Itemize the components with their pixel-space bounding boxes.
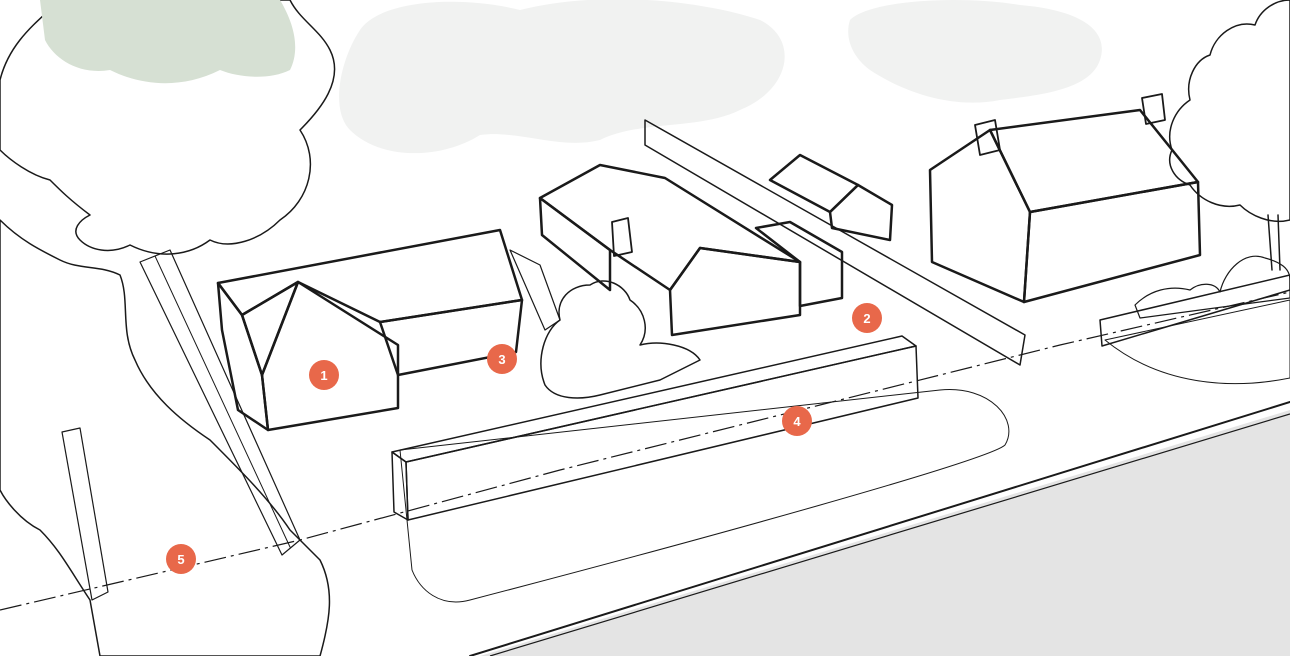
marker-3: 3 bbox=[487, 344, 517, 374]
marker-3-label: 3 bbox=[498, 352, 505, 367]
marker-4-label: 4 bbox=[793, 414, 800, 429]
marker-5: 5 bbox=[166, 544, 196, 574]
hedge-mid bbox=[510, 250, 560, 330]
marker-1-label: 1 bbox=[320, 368, 327, 383]
bush-center bbox=[541, 281, 700, 398]
tree-right-trunk bbox=[1268, 215, 1280, 270]
hedge-post-left bbox=[62, 428, 108, 600]
hedge-front-top bbox=[392, 336, 916, 462]
marker-4: 4 bbox=[782, 406, 812, 436]
house-1 bbox=[218, 230, 522, 430]
marker-2-label: 2 bbox=[863, 311, 870, 326]
marker-1: 1 bbox=[309, 360, 339, 390]
shed bbox=[770, 155, 892, 240]
tree-left-lower bbox=[0, 220, 329, 656]
tree-right-canopy bbox=[1170, 0, 1290, 221]
marker-2: 2 bbox=[852, 303, 882, 333]
house-2 bbox=[540, 165, 842, 335]
tree-left-shade bbox=[40, 0, 295, 83]
boundary-wall bbox=[645, 120, 1025, 365]
marker-5-label: 5 bbox=[177, 552, 184, 567]
road bbox=[480, 410, 1290, 656]
house-right bbox=[930, 94, 1200, 302]
hedge-front-side bbox=[406, 346, 918, 520]
